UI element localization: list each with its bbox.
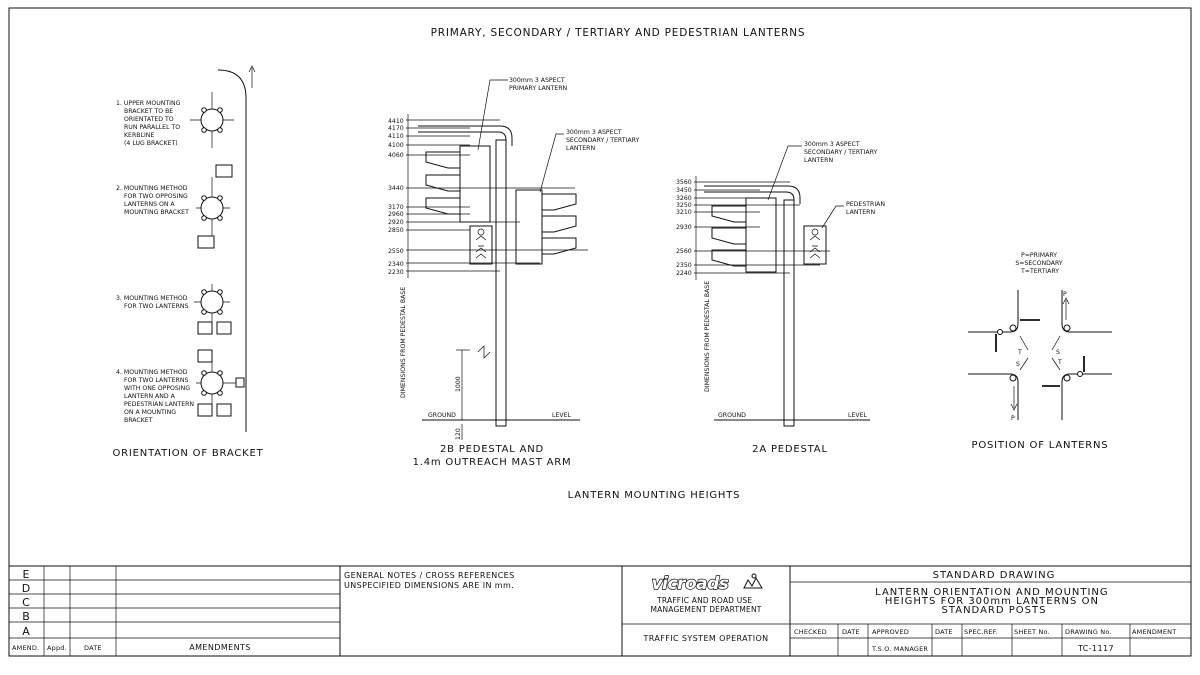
svg-text:2960: 2960 [388,211,404,218]
svg-text:B: B [22,610,30,623]
svg-text:3170: 3170 [388,204,404,211]
pedestal-2b-caption-2: 1.4m OUTREACH MAST ARM [413,457,572,468]
bracket-note-2: 2. MOUNTING METHOD FOR TWO OPPOSING LANT… [116,185,190,216]
vicroads-logo: vicroads [651,573,763,595]
svg-text:P: P [1063,291,1067,298]
sheet-title: PRIMARY, SECONDARY / TERTIARY AND PEDEST… [431,27,806,39]
pedestal-2a-side-label: DIMENSIONS FROM PEDESTAL BASE [704,281,711,392]
svg-text:4110: 4110 [388,133,404,140]
lantern-position-plan: P=PRIMARY S=SECONDARY T=TERTIARY [968,252,1112,451]
standard-drawing-label: STANDARD DRAWING [933,570,1056,581]
department-name: TRAFFIC AND ROAD USE MANAGEMENT DEPARTME… [650,596,761,614]
svg-text:2550: 2550 [388,248,404,255]
mounting-heights-caption: LANTERN MOUNTING HEIGHTS [568,490,741,501]
svg-text:T: T [1017,349,1022,356]
svg-text:A: A [22,625,30,638]
pedestal-2b-ground: GROUND [428,412,456,419]
pedestal-2b-dim-1000: 1000 [455,376,462,392]
pedestal-2b-side-label: DIMENSIONS FROM PEDESTAL BASE [400,287,407,398]
bracket-detail-1: 1. UPPER MOUNTING BRACKET TO BE ORIENTAT… [116,92,234,148]
title-block-fields: CHECKED DATE APPROVED DATE SPEC.REF. SHE… [794,628,1176,636]
pedestal-2a-caption: 2A PEDESTAL [752,444,828,455]
svg-text:vicroads: vicroads [652,574,729,594]
svg-text:2230: 2230 [388,269,404,276]
svg-text:AMEND.: AMEND. [12,644,39,652]
svg-text:3450: 3450 [676,187,692,194]
pedestal-2a-level: LEVEL [848,412,867,419]
svg-text:AMENDMENTS: AMENDMENTS [189,643,250,652]
svg-text:DRAWING No.: DRAWING No. [1065,628,1112,636]
approved-by: T.S.O. MANAGER [871,645,928,653]
pedestal-2a-elevation: 3560 3450 3260 3250 3210 2930 2560 2350 … [676,141,887,455]
pedestal-2a-ground: GROUND [718,412,746,419]
drawing-title: LANTERN ORIENTATION AND MOUNTING HEIGHTS… [875,587,1113,616]
svg-text:APPROVED: APPROVED [872,628,909,636]
sheet-border [8,7,1192,657]
svg-text:T: T [1057,359,1062,366]
svg-text:P: P [1011,415,1015,422]
revision-letters: E D C B A [22,568,30,638]
svg-text:3260: 3260 [676,195,692,202]
bracket-note-4: 4. MOUNTING METHOD FOR TWO LANTERNS WITH… [116,369,196,424]
svg-text:C: C [22,596,30,609]
svg-text:SHEET No.: SHEET No. [1014,628,1050,636]
bracket-orientation-panel: 1. UPPER MOUNTING BRACKET TO BE ORIENTAT… [113,65,264,459]
pedestal-2b-level: LEVEL [552,412,571,419]
pedestal-2b-primary-label: 300mm 3 ASPECT PRIMARY LANTERN [509,77,568,92]
svg-text:4060: 4060 [388,152,404,159]
bracket-detail-3: 3. MOUNTING METHOD FOR TWO LANTERNS [116,284,232,335]
svg-text:2350: 2350 [676,262,692,269]
svg-text:3560: 3560 [676,179,692,186]
pedestal-2b-caption-1: 2B PEDESTAL AND [440,444,544,455]
bracket-detail-4: 4. MOUNTING METHOD FOR TWO LANTERNS WITH… [116,349,245,424]
position-caption: POSITION OF LANTERNS [972,440,1109,451]
general-notes: GENERAL NOTES / CROSS REFERENCES UNSPECI… [344,571,518,590]
bracket-caption: ORIENTATION OF BRACKET [113,448,264,459]
title-block: E D C B A AMEND. Appd. DATE AMENDMENTS G… [9,565,1191,656]
svg-text:2850: 2850 [388,227,404,234]
pedestal-2a-lantern-label: 300mm 3 ASPECT SECONDARY / TERTIARY LANT… [804,141,879,164]
svg-text:4170: 4170 [388,125,404,132]
svg-text:3440: 3440 [388,185,404,192]
svg-text:SPEC.REF.: SPEC.REF. [964,628,998,636]
svg-text:DATE: DATE [842,628,860,636]
pedestal-2b-dim-120: 120 [455,428,462,440]
svg-text:2340: 2340 [388,261,404,268]
bracket-note-3: 3. MOUNTING METHOD FOR TWO LANTERNS [116,295,190,310]
pedestal-2b-height-labels: 4410 4170 4110 4100 4060 3440 3170 2960 … [388,118,404,276]
svg-text:DATE: DATE [935,628,953,636]
pedestal-2b-secondary-label: 300mm 3 ASPECT SECONDARY / TERTIARY LANT… [566,129,641,152]
svg-text:DATE: DATE [84,644,102,652]
svg-text:S: S [1016,361,1020,368]
svg-text:AMENDMENT: AMENDMENT [1132,628,1176,636]
bracket-note-1: 1. UPPER MOUNTING BRACKET TO BE ORIENTAT… [116,100,182,147]
svg-text:Appd.: Appd. [47,644,67,652]
svg-text:2240: 2240 [676,270,692,277]
svg-text:3210: 3210 [676,209,692,216]
pedestal-2a-height-labels: 3560 3450 3260 3250 3210 2930 2560 2350 … [676,179,692,277]
svg-text:4410: 4410 [388,118,404,125]
svg-text:S: S [1056,349,1060,356]
svg-text:CHECKED: CHECKED [794,628,827,636]
pedestal-2a-ped-label: PEDESTRIAN LANTERN [846,201,887,216]
revision-headers: AMEND. Appd. DATE AMENDMENTS [12,643,250,652]
svg-text:2560: 2560 [676,248,692,255]
svg-text:3250: 3250 [676,202,692,209]
svg-text:4100: 4100 [388,142,404,149]
drawing-number: TC-1117 [1077,644,1114,653]
section-name: TRAFFIC SYSTEM OPERATION [642,634,768,643]
svg-text:E: E [23,568,30,581]
pedestal-2b-elevation: 4410 4170 4110 4100 4060 3440 3170 2960 … [388,77,641,468]
position-letters: P T S S T P [1011,291,1067,422]
svg-text:2930: 2930 [676,224,692,231]
position-legend: P=PRIMARY S=SECONDARY T=TERTIARY [1015,252,1064,275]
svg-text:D: D [22,582,30,595]
svg-text:2920: 2920 [388,219,404,226]
bracket-detail-2: 2. MOUNTING METHOD FOR TWO OPPOSING LANT… [116,164,233,249]
